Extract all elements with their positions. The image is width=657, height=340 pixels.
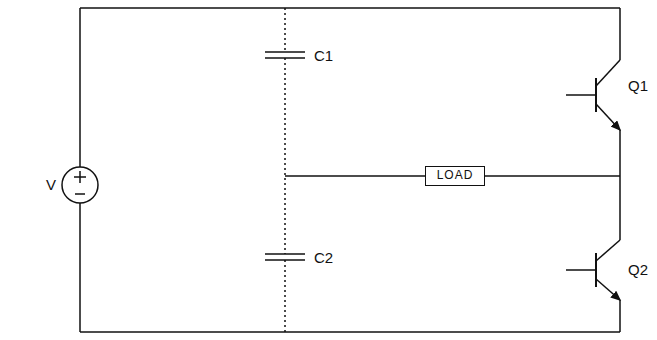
source-wire: [79, 8, 81, 167]
source-wire: [79, 203, 81, 332]
transistor-base: [566, 94, 596, 96]
capacitor-plate: [265, 253, 305, 255]
capacitor-label: C1: [314, 48, 333, 63]
midpoint-wire: [619, 130, 621, 240]
transistor-label: Q2: [628, 262, 648, 277]
emitter-wire: [619, 300, 621, 332]
voltage-source: [62, 167, 98, 203]
transistor-collector: [596, 240, 620, 261]
capacitor-plate: [265, 51, 305, 53]
capacitor-wire: [284, 58, 286, 254]
collector-wire: [619, 8, 621, 60]
top-wire: [80, 7, 620, 9]
bottom-wire: [80, 331, 620, 333]
capacitor-wire: [284, 8, 286, 52]
transistor-emitter: [596, 279, 620, 300]
load-label: LOAD: [437, 169, 474, 182]
plus-sign: [79, 171, 81, 183]
load-box: LOAD: [425, 166, 485, 186]
transistor-collector: [596, 60, 620, 86]
transistor-emitter: [596, 104, 620, 130]
minus-sign: [75, 193, 85, 195]
transistor-base: [566, 269, 596, 271]
capacitor-label: C2: [314, 250, 333, 265]
transistor-label: Q1: [628, 78, 648, 93]
capacitor-wire: [284, 260, 286, 332]
source-label: V: [46, 177, 56, 192]
